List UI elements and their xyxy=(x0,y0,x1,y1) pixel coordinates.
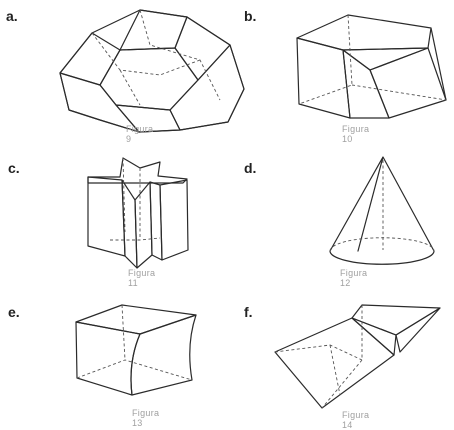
figure-a-letter: a. xyxy=(6,8,18,24)
figure-f-letter: f. xyxy=(244,304,253,320)
figure-e-letter: e. xyxy=(8,304,20,320)
figure-c-caption: Figura 11 xyxy=(128,268,156,288)
figure-f-caption: Figura 14 xyxy=(342,410,370,430)
figure-e-caption: Figura 13 xyxy=(132,408,160,428)
figure-a-caption: Figura 9 xyxy=(126,124,154,144)
figure-b-caption: Figura 10 xyxy=(342,124,370,144)
figure-d-letter: d. xyxy=(244,160,257,176)
figure-d-caption: Figura 12 xyxy=(340,268,368,288)
figure-b-letter: b. xyxy=(244,8,257,24)
figure-c-letter: c. xyxy=(8,160,20,176)
